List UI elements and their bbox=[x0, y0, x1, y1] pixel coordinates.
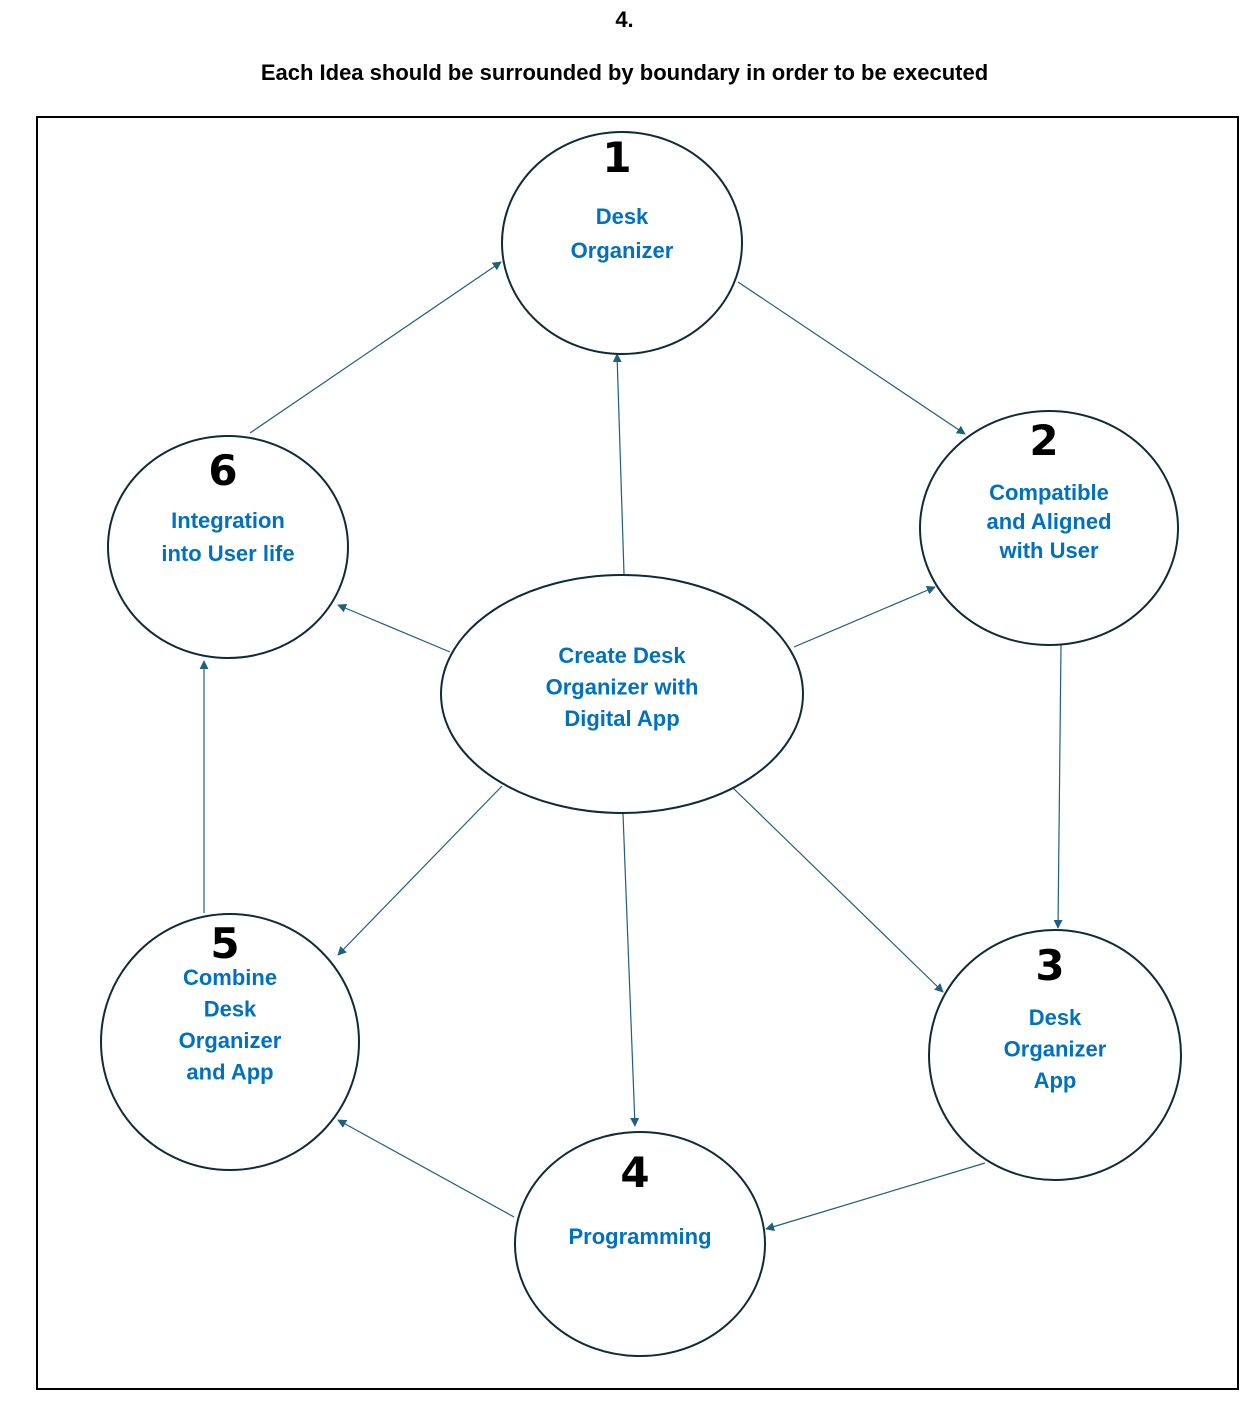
node-1-circle bbox=[501, 131, 743, 355]
arrow-center-to-n5 bbox=[337, 785, 503, 956]
center-node-label-line: Organizer with bbox=[546, 675, 699, 700]
node-5-circle bbox=[100, 913, 360, 1171]
node-6-circle bbox=[107, 435, 349, 659]
center-node-label-line: Create Desk bbox=[558, 643, 686, 668]
page-number: 4. bbox=[615, 7, 634, 32]
node-1-label-line: Desk bbox=[596, 204, 649, 229]
node-6-label-line: into User life bbox=[161, 541, 294, 566]
arrow-center-to-n6 bbox=[337, 603, 451, 653]
node-5-label-line: and App bbox=[186, 1060, 273, 1085]
arrow-center-to-n1 bbox=[612, 353, 625, 575]
arrow-center-to-n2 bbox=[793, 586, 936, 648]
node-3-label-line: Organizer bbox=[1004, 1037, 1107, 1062]
node-5-label-line: Desk bbox=[204, 997, 257, 1022]
node-3-label-line: App bbox=[1034, 1068, 1077, 1093]
diagram-frame bbox=[36, 116, 1239, 1390]
arrow-center-to-n4 bbox=[622, 813, 640, 1127]
node-1-number: 1 bbox=[602, 133, 631, 182]
node-2-label-line: and Aligned bbox=[986, 509, 1111, 534]
node-1-label-line: Organizer bbox=[571, 238, 674, 263]
node-2-label-line: with User bbox=[998, 538, 1098, 563]
center-node-label-line: Digital App bbox=[564, 706, 679, 731]
page-title: Each Idea should be surrounded by bounda… bbox=[260, 60, 989, 85]
edges-layer bbox=[199, 261, 1063, 1231]
node-4-label-line: Programming bbox=[568, 1224, 711, 1249]
node-3-circle bbox=[928, 929, 1182, 1181]
node-2-circle bbox=[919, 410, 1179, 646]
node-2-label-line: Compatible bbox=[989, 480, 1109, 505]
node-4-number: 4 bbox=[620, 1148, 649, 1197]
node-2-number: 2 bbox=[1029, 416, 1058, 465]
node-6-number: 6 bbox=[208, 446, 237, 495]
node-5-label-line: Combine bbox=[183, 965, 277, 990]
arrow-n4-to-n5 bbox=[337, 1119, 515, 1218]
arrow-n6-to-n1 bbox=[249, 261, 502, 434]
arrow-n2-to-n3 bbox=[1053, 644, 1063, 929]
node-6-label-line: Integration bbox=[171, 508, 285, 533]
node-5-label-line: Organizer bbox=[179, 1028, 282, 1053]
node-3-label-line: Desk bbox=[1029, 1005, 1082, 1030]
arrow-n1-to-n2 bbox=[737, 281, 966, 435]
node-5-number: 5 bbox=[210, 919, 239, 968]
arrow-n3-to-n4 bbox=[765, 1162, 986, 1231]
arrow-center-to-n3 bbox=[732, 787, 944, 993]
center-node-ellipse bbox=[440, 574, 804, 814]
node-3-number: 3 bbox=[1035, 941, 1064, 990]
node-4-circle bbox=[514, 1131, 766, 1357]
